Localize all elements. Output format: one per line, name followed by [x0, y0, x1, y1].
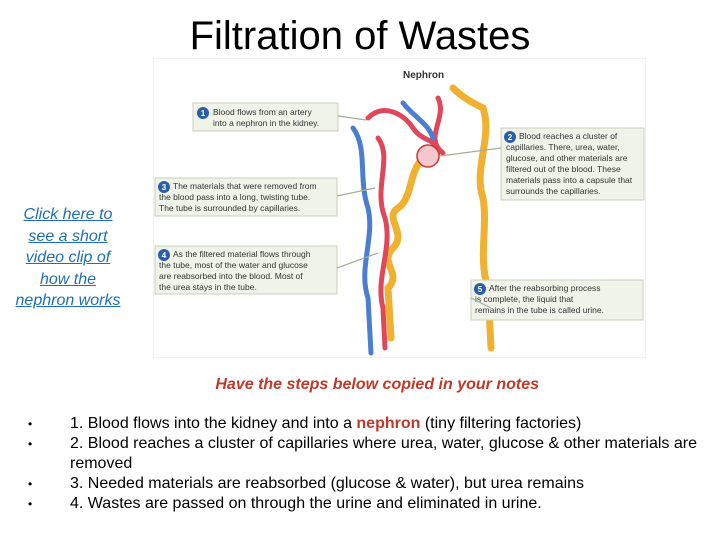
steps-list: • 1. Blood flows into the kidney and into… — [22, 414, 702, 514]
step-3-text: 3. Needed materials are reabsorbed (gluc… — [70, 475, 585, 492]
callout-2-line-5: materials pass into a capsule that — [506, 175, 633, 185]
list-item: • 1. Blood flows into the kidney and into… — [22, 414, 702, 434]
notes-instruction-text: Have the steps below copied in your note… — [215, 376, 539, 393]
callout-5-number: 5 — [478, 285, 483, 294]
callout-5: 5 After the reabsorbing process is compl… — [470, 279, 644, 321]
bullet-icon: • — [28, 417, 33, 431]
callout-1-line-2: into a nephron in the kidney. — [213, 118, 319, 128]
step-1-text: 1. Blood flows into the kidney and into … — [70, 415, 357, 432]
list-item: • 3. Needed materials are reabsorbed (glu… — [22, 474, 702, 494]
callout-4-number: 4 — [162, 251, 167, 260]
callout-1-line-1: Blood flows from an artery — [213, 107, 312, 117]
callout-4-line-2: the tube, most of the water and glucose — [159, 260, 308, 270]
glomerulus-shape — [416, 144, 440, 168]
callout-5-line-1: After the reabsorbing process — [489, 283, 601, 293]
callout-2-line-3: glucose, and other materials are — [506, 153, 628, 163]
callout-2-line-1: Blood reaches a cluster of — [519, 131, 618, 141]
callout-5-line-3: remains in the tube is called urine. — [475, 305, 604, 315]
step-1-text-end: (tiny filtering factories) — [420, 415, 582, 432]
callout-2: 2 Blood reaches a cluster of capillaries… — [500, 127, 645, 201]
bullet-icon: • — [28, 437, 33, 451]
callout-1-number: 1 — [201, 109, 206, 118]
callout-3-line-2: the blood pass into a long, twisting tub… — [159, 192, 310, 202]
step-2-text: 2. Blood reaches a cluster of capillarie… — [70, 435, 697, 472]
callout-2-line-2: capillaries. There, urea, water, — [506, 142, 620, 152]
diagram-heading: Nephron — [403, 70, 444, 81]
callout-2-number: 2 — [508, 133, 513, 142]
callout-3-line-1: The materials that were removed from — [173, 181, 317, 191]
callout-4-line-3: are reabsorbed into the blood. Most of — [159, 271, 303, 281]
callout-4-line-1: As the filtered material flows through — [173, 249, 311, 259]
callout-3-line-3: The tube is surrounded by capillaries. — [159, 203, 300, 213]
vein-shape — [350, 100, 436, 356]
step-1-keyword: nephron — [356, 415, 421, 432]
callout-2-line-6: surrounds the capillaries. — [506, 186, 601, 196]
artery-shape — [365, 95, 446, 351]
callout-pointers — [336, 115, 502, 309]
callout-4: 4 As the filtered material flows through… — [154, 245, 338, 295]
list-item: • 4. Wastes are passed on through the uri… — [22, 494, 702, 514]
callout-2-line-4: filtered out of the blood. These — [506, 164, 621, 174]
slide-title: Filtration of Wastes — [189, 14, 531, 58]
callout-3: 3 The materials that were removed from t… — [154, 177, 338, 217]
callout-4-line-4: the urea stays in the tube. — [159, 282, 257, 292]
notes-instruction: Have the steps below copied in your note… — [0, 376, 714, 394]
callout-5-line-2: is complete, the liquid that — [475, 294, 574, 304]
video-clip-link[interactable]: Click here to see a short video clip of … — [15, 206, 121, 309]
bullet-icon: • — [28, 497, 33, 511]
nephron-diagram: Nephron 1 Blood flows from an artery int… — [153, 58, 646, 358]
callout-1: 1 Blood flows from an artery into a neph… — [192, 102, 339, 132]
step-4-text: 4. Wastes are passed on through the urin… — [70, 495, 542, 512]
tubule-shape — [384, 84, 495, 352]
bullet-icon: • — [28, 477, 33, 491]
list-item: • 2. Blood reaches a cluster of capillari… — [22, 434, 702, 474]
callout-3-number: 3 — [162, 183, 167, 192]
